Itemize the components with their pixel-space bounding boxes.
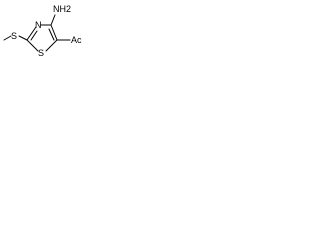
bond-c4-c5 [50, 24, 58, 41]
bond-thioether-sulfur-to-c2 [18, 35, 28, 41]
atom-label-thioether-sulfur: S [11, 31, 17, 41]
bond-c5-s1 [45, 39, 58, 52]
bond-c4-to-amino [50, 14, 56, 26]
bond-c2-n3 [26, 26, 37, 41]
bond-methyl-to-thioether-sulfur [3, 35, 12, 41]
chemical-structure-diagram: NH2 N S S Ac [3, 4, 82, 58]
atom-label-amino: NH2 [53, 4, 71, 14]
bond-c4-c5-double [48, 28, 55, 41]
bond-s1-c2 [26, 39, 39, 52]
atom-label-ring-nitrogen: N [35, 20, 42, 30]
bond-c2-n3-double [30, 30, 38, 41]
atom-label-ring-sulfur: S [38, 48, 44, 58]
atom-label-acetyl: Ac [71, 35, 82, 45]
